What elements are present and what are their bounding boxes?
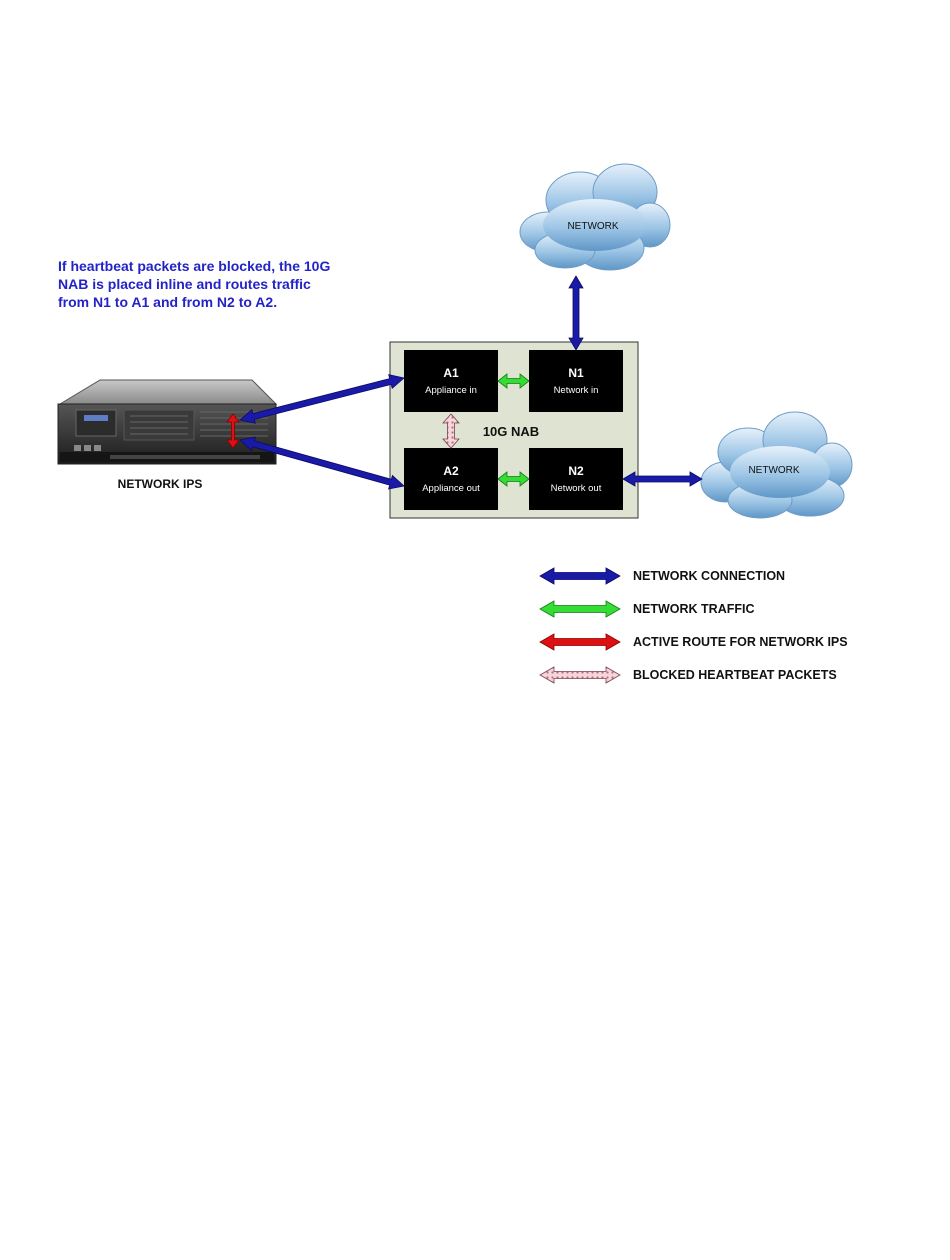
- legend-swatch-network-traffic: [539, 600, 621, 618]
- n2-to-cloud-connection: [622, 471, 703, 487]
- port-a2-id: A2: [443, 464, 459, 478]
- connection-arrows: [226, 275, 703, 490]
- legend-swatch-blocked-heartbeat: [539, 666, 621, 684]
- nab-box: A1 Appliance in N1 Network in A2 Applian…: [389, 341, 639, 519]
- network-ips-server-icon: [57, 379, 278, 465]
- legend-swatch-active-route: [539, 633, 621, 651]
- port-a1: [404, 350, 498, 412]
- network-cloud-top: NETWORK: [519, 163, 671, 271]
- port-a1-id: A1: [443, 366, 459, 380]
- port-a1-desc: Appliance in: [425, 385, 477, 396]
- a2-n2-traffic: [497, 471, 530, 487]
- port-n1-desc: Network in: [554, 385, 599, 396]
- ips-to-a1-connection: [239, 374, 405, 424]
- caption-line: NAB is placed inline and routes traffic: [58, 276, 311, 292]
- active-route-arrow: [226, 413, 240, 449]
- blocked-heartbeat-arrow: [442, 413, 460, 449]
- a1-n1-traffic: [497, 373, 530, 389]
- port-n1: [529, 350, 623, 412]
- network-cloud-right: NETWORK: [700, 411, 853, 519]
- legend-label: ACTIVE ROUTE FOR NETWORK IPS: [633, 635, 848, 649]
- port-a2-desc: Appliance out: [422, 483, 480, 494]
- port-n2-desc: Network out: [551, 483, 602, 494]
- legend-label: NETWORK CONNECTION: [633, 569, 785, 583]
- port-a2: [404, 448, 498, 510]
- legend-swatch-network-connection: [539, 567, 621, 585]
- caption-line: from N1 to A1 and from N2 to A2.: [58, 294, 277, 310]
- cloud-label: NETWORK: [748, 465, 799, 476]
- port-n1-id: N1: [568, 366, 584, 380]
- caption-line: If heartbeat packets are blocked, the 10…: [58, 258, 330, 274]
- legend-label: BLOCKED HEARTBEAT PACKETS: [633, 668, 837, 682]
- n1-to-cloud-connection: [568, 275, 584, 351]
- nab-label: 10G NAB: [483, 424, 539, 439]
- legend-label: NETWORK TRAFFIC: [633, 602, 755, 616]
- caption-text: If heartbeat packets are blocked, the 10…: [58, 258, 334, 310]
- ips-to-a2-connection: [239, 436, 405, 490]
- network-ips-label: NETWORK IPS: [118, 477, 203, 491]
- port-n2: [529, 448, 623, 510]
- legend: NETWORK CONNECTION NETWORK TRAFFIC ACTIVE …: [539, 567, 848, 684]
- port-n2-id: N2: [568, 464, 584, 478]
- cloud-label: NETWORK: [567, 221, 618, 232]
